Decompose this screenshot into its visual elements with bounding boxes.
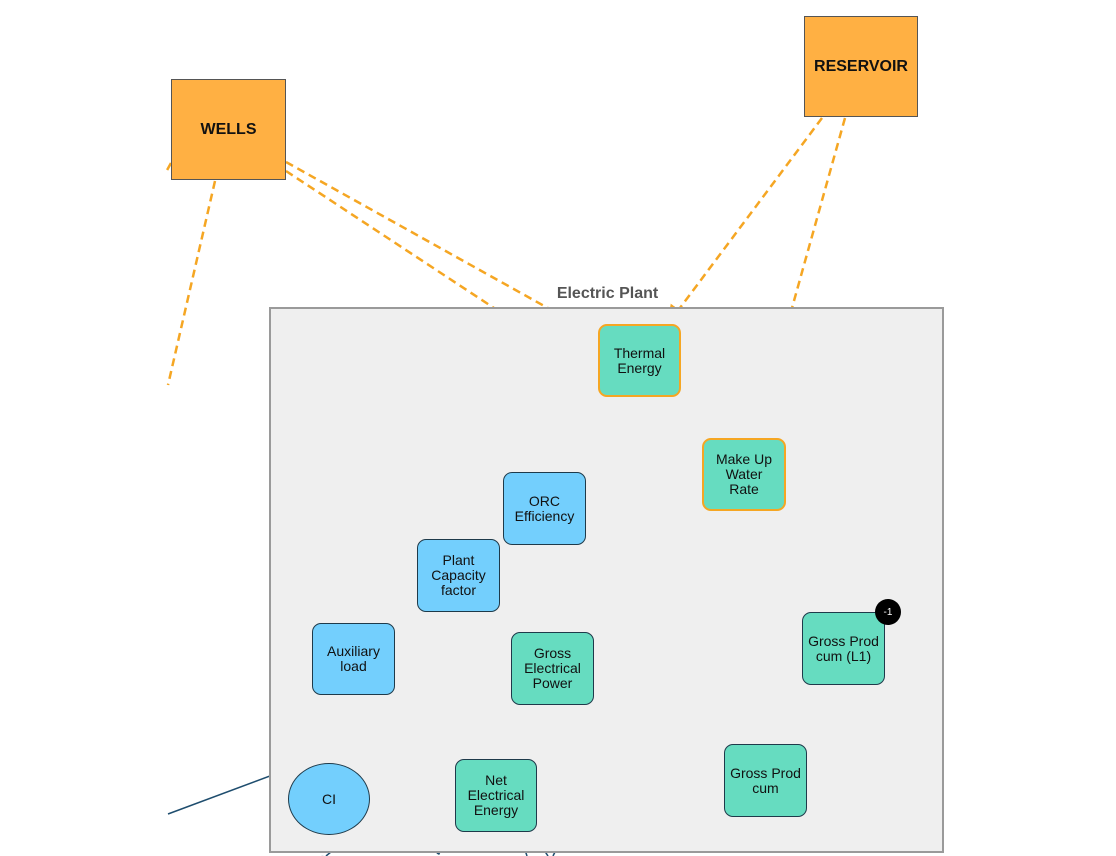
gross-prod-cum-node[interactable]: Gross Prod cum [724, 744, 807, 817]
auxiliary-load-node[interactable]: Auxiliary load [312, 623, 395, 695]
group-title: Electric Plant [556, 285, 659, 302]
ci-node[interactable]: CI [288, 763, 370, 835]
plant-capacity-factor-node[interactable]: Plant Capacity factor [417, 539, 500, 612]
count-badge: -1 [875, 599, 901, 625]
link-reservoir-to-thermal-energy [666, 117, 824, 326]
reservoir-node[interactable]: RESERVOIR [804, 16, 918, 117]
link-wells-to-thermal-energy [285, 160, 600, 338]
gross-electrical-power-node[interactable]: Gross Electrical Power [511, 632, 594, 705]
gross-prod-cum-l1-node[interactable]: Gross Prod cum (L1) [802, 612, 885, 685]
link-wells-to-left-offscreen [166, 180, 217, 386]
net-electrical-energy-node[interactable]: Net Electrical Energy [455, 759, 537, 832]
electric-plant-group [269, 307, 944, 853]
wells-node[interactable]: WELLS [171, 79, 286, 180]
make-up-water-rate-node[interactable]: Make Up Water Rate [702, 438, 786, 511]
link-wells-left-stub [164, 162, 173, 173]
orc-efficiency-node[interactable]: ORC Efficiency [503, 472, 586, 545]
thermal-energy-node[interactable]: Thermal Energy [598, 324, 681, 397]
